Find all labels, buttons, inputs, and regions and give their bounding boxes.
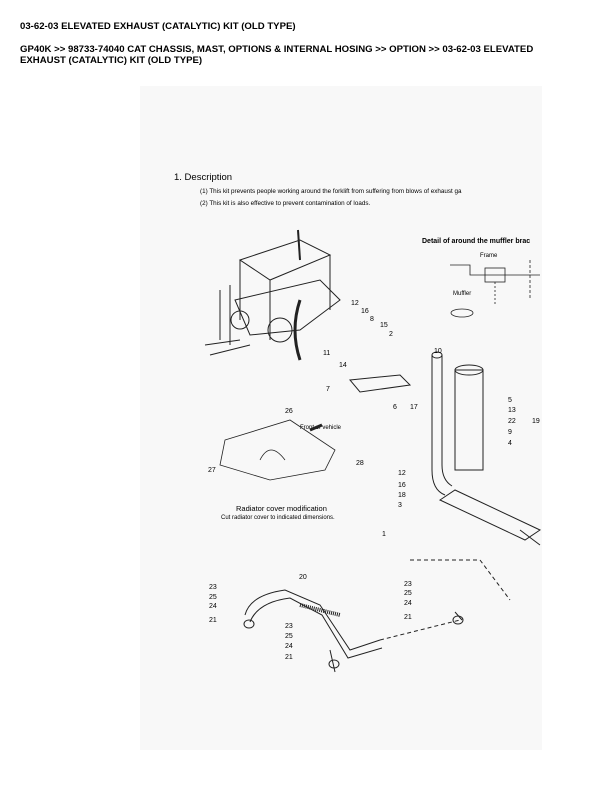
callout-21: 21 (404, 614, 412, 621)
callout-25: 25 (404, 590, 412, 597)
callout-21: 21 (285, 654, 293, 661)
detail-title: Detail of around the muffler brac (422, 238, 530, 245)
front-of-vehicle-label: Front of vehicle (300, 425, 342, 431)
breadcrumb: GP40K >> 98733-74040 CAT CHASSIS, MAST, … (20, 44, 534, 66)
callout-7: 7 (326, 386, 330, 393)
callout-5: 5 (508, 397, 512, 404)
forklift-illustration (204, 229, 341, 361)
callout-11: 11 (323, 350, 330, 357)
callout-10: 10 (434, 348, 442, 355)
callout-3: 3 (398, 502, 402, 509)
callout-4: 4 (508, 440, 512, 447)
callout-23: 23 (404, 581, 412, 588)
callout-12: 12 (398, 470, 406, 477)
radiator-subtitle: Cut radiator cover to indicated dimensio… (221, 515, 335, 521)
callout-19: 19 (532, 418, 540, 425)
callout-17: 17 (410, 404, 418, 411)
callout-21: 21 (209, 617, 217, 624)
callout-20: 20 (299, 574, 307, 581)
radiator-title: Radiator cover modification (236, 504, 327, 513)
callout-27: 27 (208, 467, 216, 474)
page-title: 03-62-03 ELEVATED EXHAUST (CATALYTIC) KI… (20, 21, 296, 32)
callout-6: 6 (393, 404, 397, 411)
diagram-drawing: 1. Description (1) This kit prevents peo… (174, 172, 542, 673)
callout-1: 1 (382, 531, 386, 538)
callout-13: 13 (508, 407, 516, 414)
callout-23: 23 (209, 584, 217, 591)
callout-22: 22 (508, 418, 516, 425)
callout-28: 28 (356, 460, 364, 467)
callout-26: 26 (285, 408, 293, 415)
callout-24: 24 (404, 600, 412, 607)
callout-12: 12 (351, 300, 359, 307)
description-2: (2) This kit is also effective to preven… (200, 200, 370, 207)
muffler-label: Muffler (453, 291, 471, 297)
callout-16: 16 (398, 482, 406, 489)
callout-24: 24 (285, 643, 293, 650)
callout-8: 8 (370, 316, 374, 323)
callout-25: 25 (285, 633, 293, 640)
callout-23: 23 (285, 623, 293, 630)
parts-diagram: 1. Description (1) This kit prevents peo… (140, 86, 542, 750)
callout-14: 14 (339, 362, 347, 369)
section-title: 1. Description (174, 172, 232, 183)
description-1: (1) This kit prevents people working aro… (200, 188, 462, 195)
callout-2: 2 (389, 331, 393, 338)
frame-label: Frame (480, 253, 498, 259)
callout-24: 24 (209, 603, 217, 610)
callout-25: 25 (209, 594, 217, 601)
callout-15: 15 (380, 322, 388, 329)
callout-9: 9 (508, 429, 512, 436)
callout-16: 16 (361, 308, 369, 315)
callout-18: 18 (398, 492, 406, 499)
